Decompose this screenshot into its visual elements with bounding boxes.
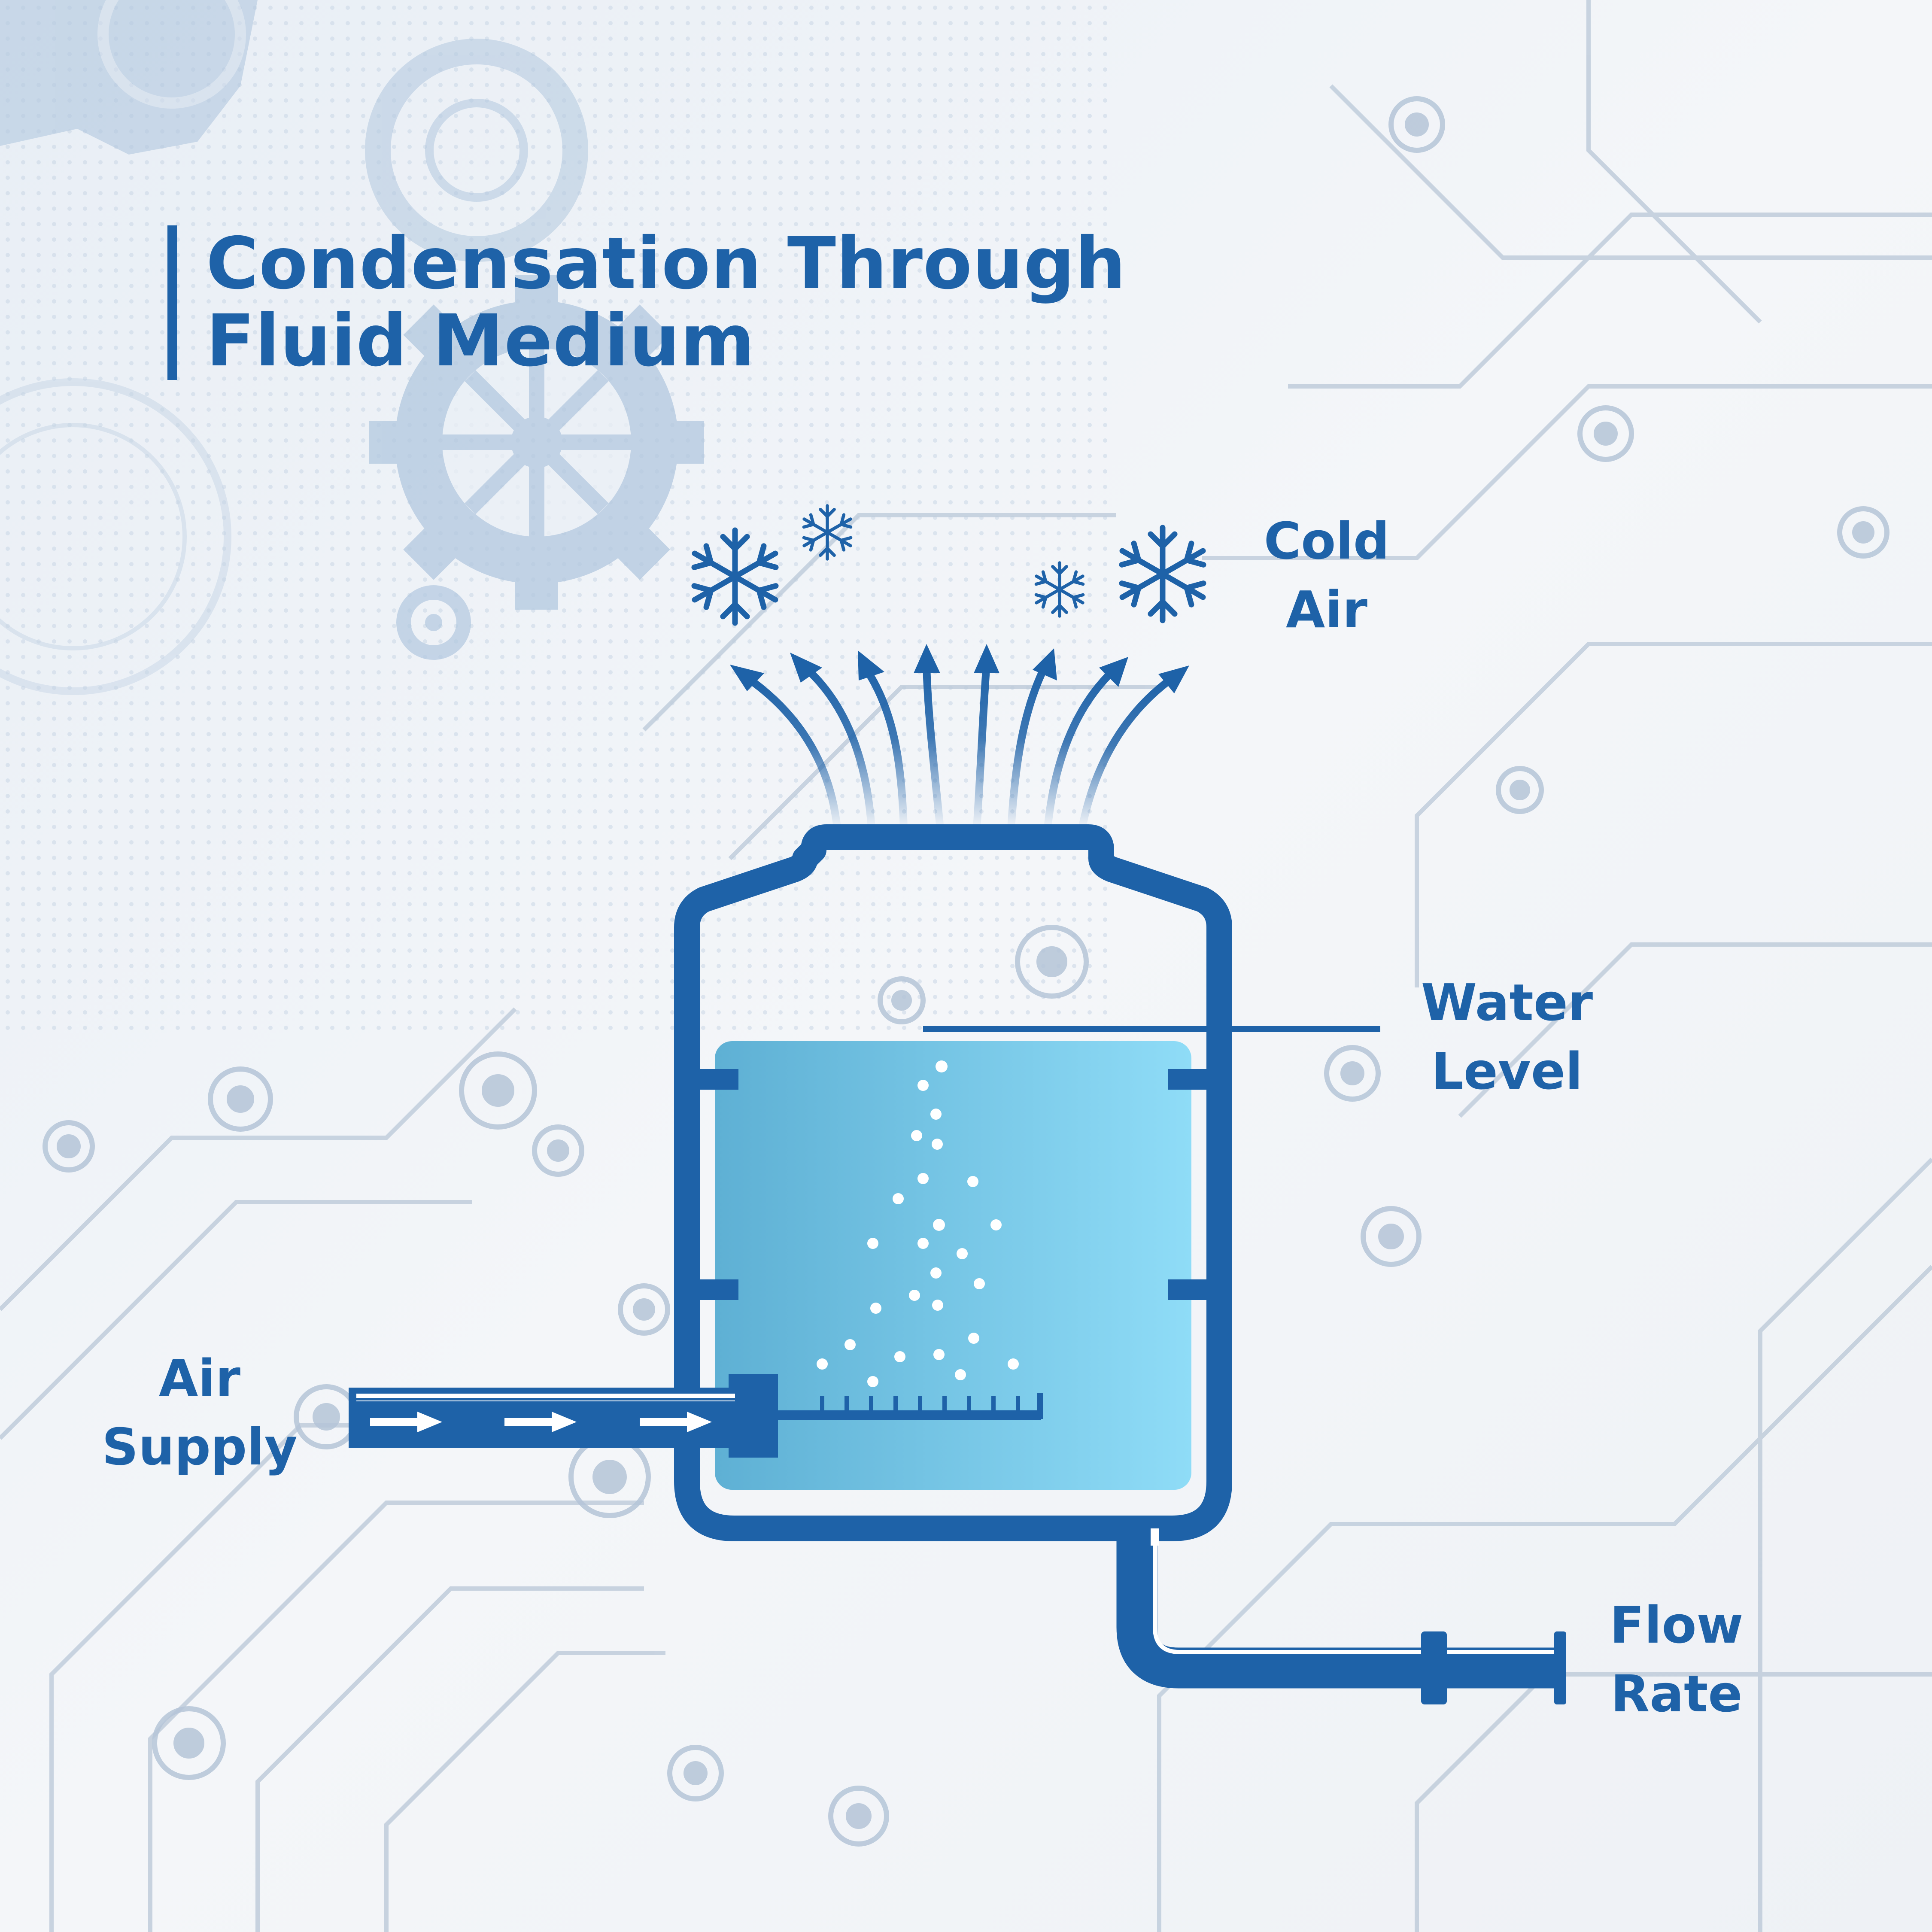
rising-air-arrows	[741, 659, 1176, 832]
air-bubbles	[817, 1060, 1019, 1387]
flow-arrow-icon	[370, 1412, 712, 1432]
circuit-nodes	[43, 96, 1889, 1847]
upward-arrow-icon	[973, 659, 990, 832]
gear-icon	[396, 585, 471, 660]
diagram-title: Condensation Through Fluid Medium	[167, 225, 1126, 380]
air-sparger	[729, 1374, 1043, 1458]
upward-arrow-icon	[799, 662, 875, 832]
title-line-1: Condensation Through	[206, 222, 1127, 305]
gear-icon	[365, 39, 588, 262]
outlet-pipe	[1116, 1528, 1566, 1704]
upward-arrow-icon	[861, 664, 908, 832]
upward-arrow-icon	[741, 672, 841, 832]
air-supply-pipe	[349, 1388, 735, 1448]
title-line-2: Fluid Medium	[206, 300, 755, 383]
gear-icon	[0, 0, 258, 155]
water-level-label: Water Level	[1421, 973, 1593, 1101]
tank-outline	[674, 824, 1232, 1541]
cold-air-label: Cold Air	[1264, 511, 1390, 639]
tank-baffles	[700, 1069, 1206, 1300]
upward-arrow-icon	[1007, 662, 1049, 832]
upward-arrow-icon	[1044, 666, 1118, 832]
gear-icon	[0, 378, 231, 695]
air-supply-label: Air Supply	[102, 1349, 298, 1476]
upward-arrow-icon	[923, 659, 944, 832]
gear-icon	[369, 275, 704, 610]
water-level-indicator	[923, 1026, 1380, 1032]
upward-arrow-icon	[1078, 674, 1176, 832]
flow-rate-label: Flow Rate	[1610, 1595, 1744, 1723]
arrowheads	[730, 644, 1189, 693]
water-body	[715, 1041, 1191, 1490]
